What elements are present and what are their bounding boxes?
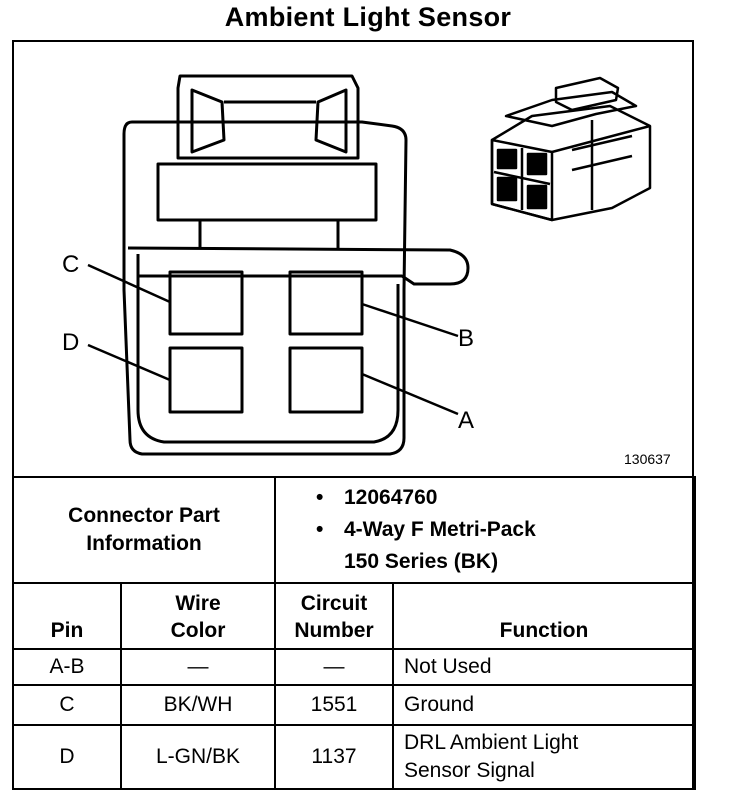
latch-housing — [176, 74, 360, 160]
connector-neck — [156, 162, 378, 222]
connector-outer-shell — [122, 120, 408, 456]
description-line1: 4-Way F Metri-Pack — [344, 518, 536, 541]
cell-wire-color: — — [120, 648, 276, 686]
cell-circuit-number: 1137 — [274, 724, 394, 790]
function-line1: DRL Ambient Light — [404, 731, 579, 754]
leader-lines — [87, 263, 459, 416]
cpi-label-line2: Information — [86, 532, 202, 555]
leader-line-b — [361, 302, 459, 338]
function-line2: Sensor Signal — [404, 759, 535, 782]
latch-tab-left — [190, 88, 226, 154]
header-wire-color-line2: Color — [170, 619, 226, 642]
header-wire-color: Wire Color — [120, 582, 276, 650]
figure-number: 130637 — [624, 451, 671, 467]
cell-wire-color: L-GN/BK — [120, 724, 276, 790]
cell-function: Ground — [392, 684, 696, 726]
leader-line-c — [87, 263, 171, 304]
connector-info-table: Connector Part Information 12064760 4-Wa… — [12, 476, 696, 790]
diagram-frame — [12, 40, 694, 790]
connector-part-info-row: Connector Part Information 12064760 4-Wa… — [12, 476, 696, 584]
part-number: 12064760 — [316, 482, 694, 514]
connector-face-view — [122, 74, 470, 456]
pin-label-b: B — [458, 325, 474, 352]
table-row: A-B — — Not Used — [12, 648, 696, 686]
connector-inner-shell — [136, 254, 400, 444]
cell-pin: D — [12, 724, 122, 790]
cell-circuit-number: — — [274, 648, 394, 686]
leader-line-d — [87, 343, 171, 382]
header-function: Function — [392, 582, 696, 650]
iso-cavity-2 — [526, 152, 548, 176]
table-row: D L-GN/BK 1137 DRL Ambient Light Sensor … — [12, 724, 696, 790]
pin-label-a: A — [458, 407, 474, 434]
connector-part-info-values: 12064760 4-Way F Metri-Pack 150 Series (… — [274, 476, 696, 584]
connector-diagram: C D B A 130637 — [62, 74, 671, 467]
header-pin: Pin — [12, 582, 122, 650]
iso-top-ribs — [504, 90, 638, 128]
latch-tab-right — [314, 88, 348, 154]
pin-label-d: D — [62, 329, 79, 356]
cell-function: DRL Ambient Light Sensor Signal — [392, 724, 696, 790]
cavity-c — [168, 270, 244, 336]
leader-line-a — [361, 372, 459, 416]
cpi-label-line1: Connector Part — [68, 504, 220, 527]
cavity-a — [288, 346, 364, 414]
cavity-d — [168, 346, 244, 414]
connector-part-info-label: Connector Part Information — [12, 476, 276, 584]
cell-wire-color: BK/WH — [120, 684, 276, 726]
cell-function: Not Used — [392, 648, 696, 686]
connector-isometric-view — [490, 76, 652, 222]
description-line2: 150 Series (BK) — [344, 550, 499, 573]
header-circuit-line2: Number — [294, 619, 374, 642]
pin-label-c: C — [62, 251, 79, 278]
diagram-title: Ambient Light Sensor — [224, 2, 512, 32]
header-row: Pin Wire Color Circuit Number Function — [12, 582, 696, 650]
iso-face — [490, 138, 554, 222]
table-row: C BK/WH 1551 Ground — [12, 684, 696, 726]
iso-latch — [554, 76, 620, 112]
face-flange — [127, 246, 470, 286]
iso-side-detail — [571, 120, 633, 210]
cell-pin: C — [12, 684, 122, 726]
iso-edge — [551, 124, 651, 154]
iso-face-divider-h — [493, 170, 551, 186]
header-wire-color-line1: Wire — [175, 592, 221, 615]
header-circuit-number: Circuit Number — [274, 582, 394, 650]
cell-circuit-number: 1551 — [274, 684, 394, 726]
cavity-b — [288, 270, 364, 336]
iso-cavity-1 — [496, 148, 518, 170]
iso-cavity-4 — [526, 184, 548, 210]
iso-cavity-3 — [496, 176, 518, 202]
header-circuit-line1: Circuit — [300, 592, 368, 615]
cell-pin: A-B — [12, 648, 122, 686]
connector-description: 4-Way F Metri-Pack 150 Series (BK) — [316, 514, 694, 578]
